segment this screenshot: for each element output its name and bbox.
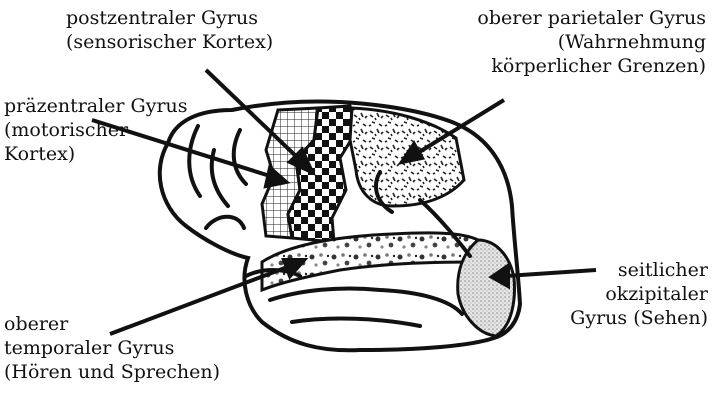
label-line: (sensorischer Kortex)	[66, 30, 273, 54]
label-line: okzipitaler	[570, 282, 708, 306]
label-praezentraler-gyrus: präzentraler Gyrus (motorischer Kortex)	[4, 94, 188, 166]
label-line: oberer parietaler Gyrus	[477, 6, 706, 30]
label-line: temporaler Gyrus	[4, 336, 220, 360]
label-line: Gyrus (Sehen)	[570, 306, 708, 330]
label-line: Kortex)	[4, 142, 188, 166]
label-line: seitlicher	[570, 258, 708, 282]
label-line: (Hören und Sprechen)	[4, 360, 220, 384]
label-line: oberer	[4, 312, 220, 336]
label-line: körperlicher Grenzen)	[477, 54, 706, 78]
label-okzipitaler-gyrus: seitlicher okzipitaler Gyrus (Sehen)	[570, 258, 708, 330]
label-line: (Wahrnehmung	[477, 30, 706, 54]
label-oberer-parietaler-gyrus: oberer parietaler Gyrus (Wahrnehmung kör…	[477, 6, 706, 78]
label-temporaler-gyrus: oberer temporaler Gyrus (Hören und Sprec…	[4, 312, 220, 384]
label-postzentraler-gyrus: postzentraler Gyrus (sensorischer Kortex…	[66, 6, 273, 54]
label-line: (motorischer	[4, 118, 188, 142]
label-line: präzentraler Gyrus	[4, 94, 188, 118]
label-line: postzentraler Gyrus	[66, 6, 273, 30]
